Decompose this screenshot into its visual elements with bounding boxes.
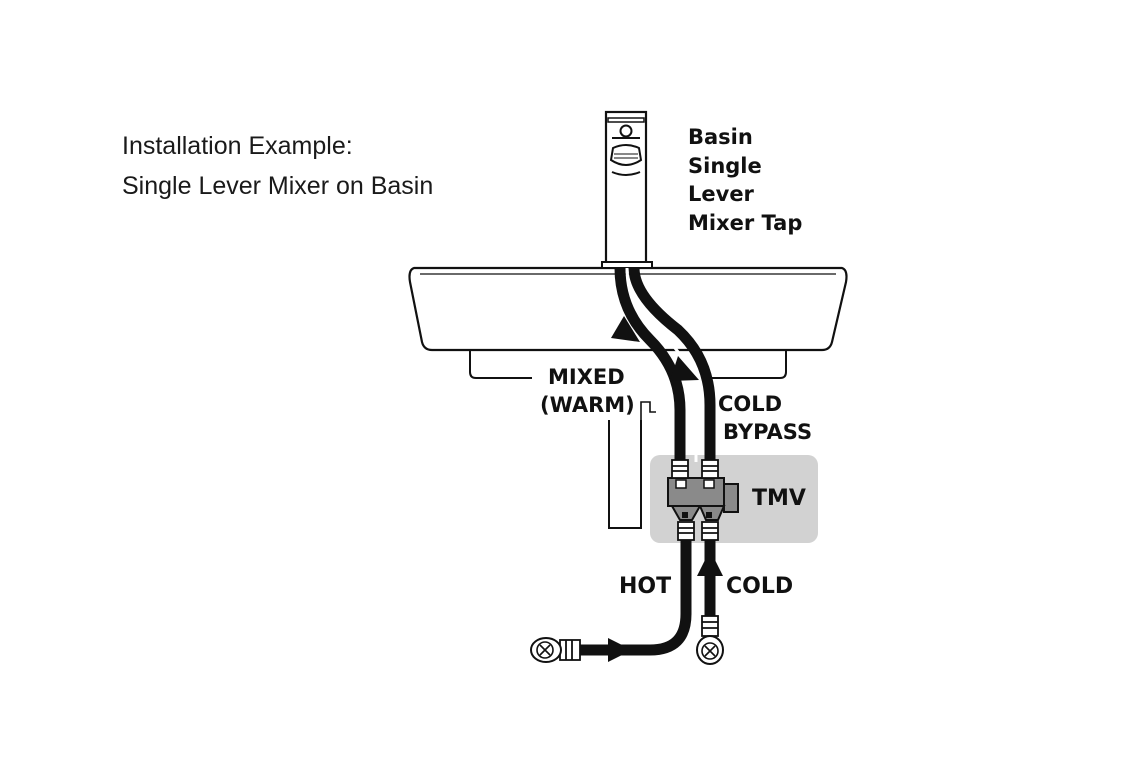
cold-bypass-label-line-1: COLD <box>718 392 783 416</box>
title-line-2: Single Lever Mixer on Basin <box>122 172 434 200</box>
isolating-valve-cold <box>696 635 724 665</box>
title-line-1: Installation Example: <box>122 132 353 160</box>
isolating-valve-hot <box>530 637 562 663</box>
tmv-valve <box>667 477 739 521</box>
mixer-tap <box>601 110 653 269</box>
tap-label-line-2: Single <box>688 153 762 178</box>
basin <box>408 266 848 352</box>
mixed-label: MIXED (WARM) <box>540 363 635 419</box>
fittings <box>559 459 719 661</box>
cold-bypass-label-line-2: BYPASS <box>723 420 813 444</box>
diagram-title: Installation Example: Single Lever Mixer… <box>122 126 433 206</box>
mixed-arrow <box>611 316 640 342</box>
pedestal <box>608 420 642 529</box>
cold-bypass-label: COLD BYPASS <box>718 390 812 446</box>
hot-pipe <box>578 540 692 656</box>
mixed-label-line-1: MIXED <box>548 365 625 389</box>
tap-label-line-4: Mixer Tap <box>688 210 803 235</box>
tap-label-line-3: Lever <box>688 182 754 206</box>
cold-label: COLD <box>726 574 794 599</box>
bypass-pipe <box>628 267 716 462</box>
tap-label: Basin Single Lever Mixer Tap <box>688 123 802 237</box>
basin-skirt <box>469 350 787 379</box>
mixed-leader <box>640 401 656 420</box>
mixed-label-line-2: (WARM) <box>540 393 635 417</box>
hot-arrow <box>608 638 632 662</box>
bypass-arrow <box>670 356 699 381</box>
pipes <box>578 267 716 656</box>
tap-label-line-1: Basin <box>688 125 753 149</box>
mixed-pipe <box>614 267 686 462</box>
hot-label: HOT <box>619 574 672 599</box>
flow-arrows <box>608 316 723 662</box>
cold-arrow <box>697 550 723 576</box>
tmv-label: TMV <box>752 486 806 511</box>
